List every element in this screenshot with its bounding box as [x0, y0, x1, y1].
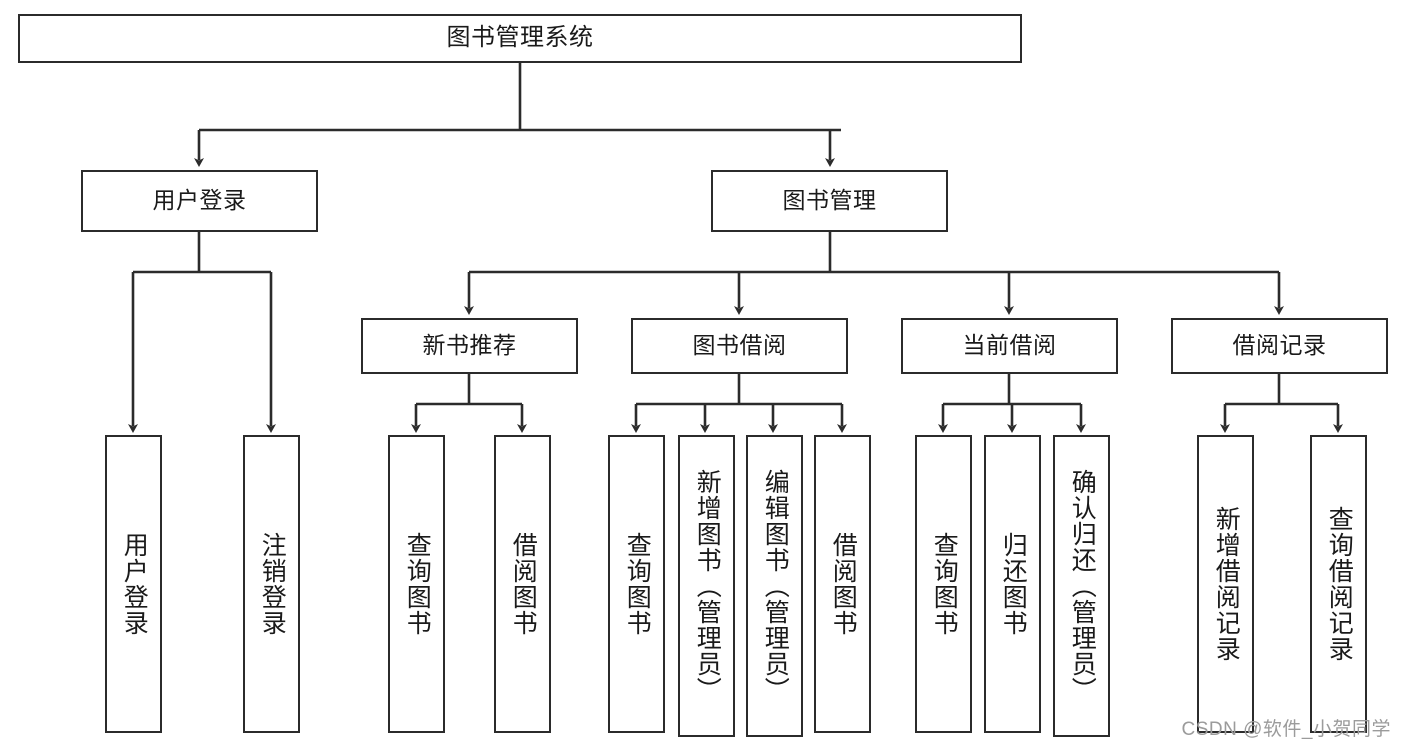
node-leaf-borrow-book-1[interactable]: 借阅图书: [494, 435, 551, 733]
node-current-borrow[interactable]: 当前借阅: [901, 318, 1118, 374]
node-new-book-recommend[interactable]: 新书推荐: [361, 318, 578, 374]
node-leaf-query-book-2[interactable]: 查询图书: [608, 435, 665, 733]
node-leaf-edit-book[interactable]: 编辑图书（管理员）: [746, 435, 803, 737]
node-leaf-borrow-book-2[interactable]: 借阅图书: [814, 435, 871, 733]
node-leaf-logout-login[interactable]: 注销登录: [243, 435, 300, 733]
node-borrow-record[interactable]: 借阅记录: [1171, 318, 1388, 374]
node-leaf-return-book[interactable]: 归还图书: [984, 435, 1041, 733]
node-leaf-edit-book-label: 编辑图书（管理员）: [761, 469, 790, 703]
node-leaf-borrow-book-1-label: 借阅图书: [509, 532, 538, 636]
node-current-borrow-label: 当前借阅: [962, 332, 1057, 359]
node-leaf-add-record[interactable]: 新增借阅记录: [1197, 435, 1254, 733]
node-leaf-query-book-2-label: 查询图书: [623, 532, 652, 636]
node-leaf-query-book-1-label: 查询图书: [403, 532, 432, 636]
node-book-borrow-label: 图书借阅: [692, 332, 787, 359]
csdn-watermark: CSDN @软件_小贺同学: [1181, 719, 1391, 740]
node-leaf-add-record-label: 新增借阅记录: [1212, 506, 1241, 662]
node-leaf-query-record[interactable]: 查询借阅记录: [1310, 435, 1367, 733]
node-leaf-logout-login-label: 注销登录: [258, 532, 287, 636]
node-user-login-label: 用户登录: [152, 187, 247, 214]
node-leaf-query-book-3-label: 查询图书: [930, 532, 959, 636]
node-book-borrow[interactable]: 图书借阅: [631, 318, 848, 374]
node-user-login[interactable]: 用户登录: [81, 170, 318, 232]
node-leaf-query-book-1[interactable]: 查询图书: [388, 435, 445, 733]
node-leaf-borrow-book-2-label: 借阅图书: [829, 532, 858, 636]
node-leaf-confirm-return-label: 确认归还（管理员）: [1068, 469, 1097, 703]
node-leaf-confirm-return[interactable]: 确认归还（管理员）: [1053, 435, 1110, 737]
node-leaf-query-record-label: 查询借阅记录: [1325, 506, 1354, 662]
node-book-manage[interactable]: 图书管理: [711, 170, 948, 232]
node-leaf-return-book-label: 归还图书: [999, 532, 1028, 636]
node-leaf-query-book-3[interactable]: 查询图书: [915, 435, 972, 733]
node-book-manage-label: 图书管理: [782, 187, 877, 214]
node-leaf-user-login[interactable]: 用户登录: [105, 435, 162, 733]
node-leaf-user-login-label: 用户登录: [120, 532, 149, 636]
node-new-book-recommend-label: 新书推荐: [422, 332, 517, 359]
node-borrow-record-label: 借阅记录: [1232, 332, 1327, 359]
node-root-label: 图书管理系统: [446, 24, 594, 52]
node-leaf-add-book[interactable]: 新增图书（管理员）: [678, 435, 735, 737]
node-root[interactable]: 图书管理系统: [18, 14, 1022, 63]
node-leaf-add-book-label: 新增图书（管理员）: [693, 469, 722, 703]
